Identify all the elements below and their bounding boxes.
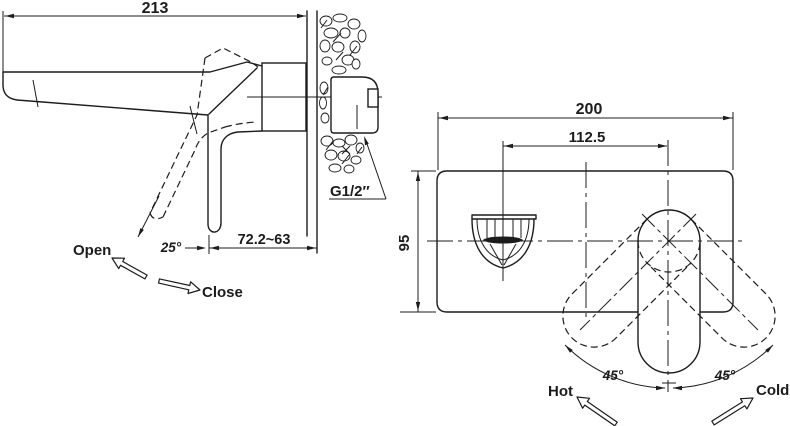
dim-25deg: 25° <box>137 195 206 255</box>
hot-label: Hot <box>548 383 573 400</box>
dim-200-label: 200 <box>576 101 603 118</box>
cold-arrow <box>711 397 754 426</box>
dim-200: 200 <box>437 101 734 170</box>
valve-body <box>330 76 379 134</box>
dim-45-left-label: 45° <box>602 368 624 383</box>
dim-112-label: 112.5 <box>569 129 606 146</box>
dim-213: 213 <box>2 0 306 73</box>
open-arrow <box>111 257 148 280</box>
spout-outlet-slot <box>483 236 523 244</box>
open-label: Open <box>73 242 111 259</box>
side-view: 213 <box>2 0 387 301</box>
open-close-indicators: Open Close <box>73 242 243 301</box>
swing-arc-dimension: 45° 45° <box>564 344 774 391</box>
wall-surface <box>306 10 318 254</box>
swing-axis-left <box>579 213 697 331</box>
close-arrow <box>157 278 201 295</box>
dim-45-right-label: 45° <box>714 368 736 383</box>
dim-depth: 72.2~63 <box>208 232 317 254</box>
wall-hatching <box>319 13 367 174</box>
front-view: 200 112.5 95 <box>396 101 789 426</box>
swing-axis-right <box>641 213 759 331</box>
open-lever-dashed <box>149 47 259 220</box>
thread-callout: G1/2″ <box>329 136 387 200</box>
cold-label: Cold <box>756 382 789 399</box>
mounting-plate <box>436 170 734 313</box>
dim-95-label: 95 <box>396 235 413 252</box>
dim-112: 112.5 <box>503 129 667 149</box>
spout-front <box>471 214 537 269</box>
spout-profile <box>2 61 263 135</box>
dim-25deg-label: 25° <box>160 240 182 255</box>
dim-213-label: 213 <box>142 0 169 17</box>
handle-swing-left-dashed <box>562 218 692 348</box>
handle-swing-right-dashed <box>646 218 776 348</box>
handle-front <box>637 209 701 374</box>
hot-cold-indicators: Hot Cold <box>548 382 789 426</box>
hot-arrow <box>576 396 618 426</box>
close-label: Close <box>202 284 243 301</box>
dim-depth-label: 72.2~63 <box>238 232 291 248</box>
lever-handle <box>207 114 263 233</box>
thread-label: G1/2″ <box>330 183 370 200</box>
handle-pivot-circle-dashed <box>637 240 701 273</box>
dim-95: 95 <box>396 170 436 313</box>
